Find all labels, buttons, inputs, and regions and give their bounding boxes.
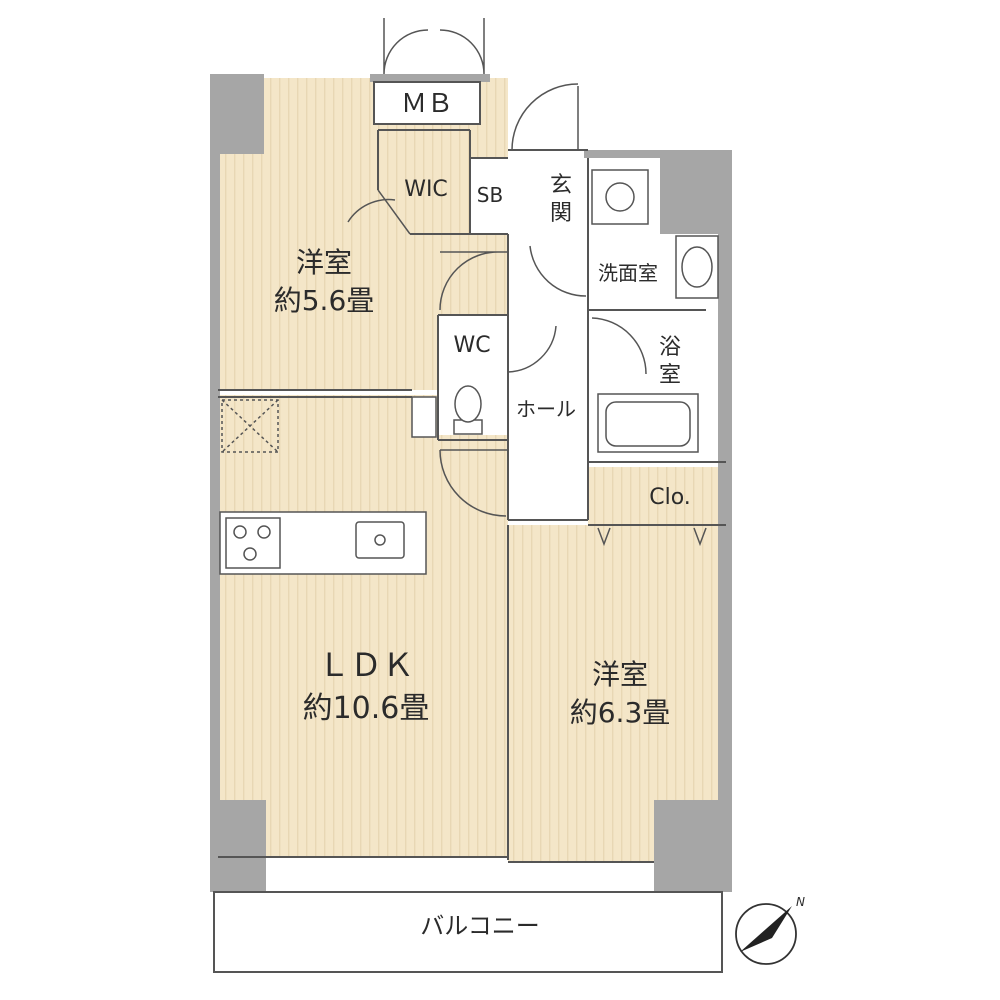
stove-top: [225, 517, 281, 569]
floor-areas: [218, 78, 726, 861]
structural-walls: [210, 74, 732, 892]
wic-label: WIC: [404, 177, 448, 202]
sb-floor: [470, 158, 508, 234]
western-room-1-size: 約5.6畳: [274, 284, 375, 317]
ldk-size: 約10.6畳: [303, 691, 430, 726]
room-labels: 洋室 約5.6畳 ＬＤＫ 約10.6畳 洋室 約6.3畳 ＭＢ WIC SB 玄…: [274, 89, 691, 940]
western-room-1-label: 洋室: [296, 246, 352, 279]
closet-label: Clo.: [649, 485, 691, 510]
wc-door: [507, 322, 557, 373]
wall-left: [210, 74, 220, 892]
room1-door: [439, 251, 508, 311]
mb-door-left: [383, 18, 429, 75]
closet-floor: [588, 467, 726, 525]
balcony: [213, 891, 723, 973]
balcony-floor: [213, 891, 723, 973]
shoe-cabinet: [411, 396, 437, 438]
mb-door-right: [439, 18, 485, 75]
mb-box: [373, 81, 481, 125]
column-bottom-right: [654, 800, 732, 892]
closet-door-left: [597, 527, 611, 547]
washroom-door: [529, 245, 587, 297]
western-room-2-size: 約6.3畳: [570, 696, 671, 729]
washing-machine-pan: [591, 169, 649, 225]
ldk-floor: [218, 395, 508, 857]
balcony-label: バルコニー: [420, 912, 540, 940]
partition-lines: [218, 129, 726, 863]
entrance-label-top: 玄: [550, 173, 572, 198]
ldk-label: ＬＤＫ: [318, 646, 414, 684]
entrance-door: [511, 83, 579, 151]
wall-top-mb: [370, 74, 490, 82]
washing-machine-drain: [605, 182, 635, 212]
washroom-label: 洗面室: [598, 261, 658, 285]
closet-door-right: [693, 527, 707, 547]
compass-label: N: [796, 895, 805, 909]
bathtub-inner: [605, 401, 691, 447]
fixtures: [219, 169, 719, 575]
western-room-2-label: 洋室: [592, 658, 648, 691]
wash-basin-bowl: [681, 246, 713, 288]
column-bottom-left: [210, 800, 266, 892]
bathroom-label-bottom: 室: [659, 363, 681, 388]
wic-door: [347, 189, 411, 235]
bathroom-label-top: 浴: [659, 335, 681, 360]
wic-floor: [378, 130, 470, 234]
hall-label: ホール: [516, 397, 576, 421]
mb-label: ＭＢ: [401, 89, 453, 119]
wc-label: WC: [453, 333, 490, 358]
entrance-floor: [508, 150, 588, 234]
sb-label: SB: [477, 183, 503, 207]
north-arrow-icon: N: [735, 895, 805, 965]
entrance-label-bottom: 関: [550, 201, 572, 226]
toilet-bowl: [454, 385, 482, 423]
doors: [347, 18, 707, 547]
hall-floor: [508, 234, 588, 524]
ldk-door: [439, 449, 508, 517]
wall-top-right: [584, 150, 732, 158]
wall-right: [718, 150, 732, 892]
bath-door: [591, 317, 647, 375]
